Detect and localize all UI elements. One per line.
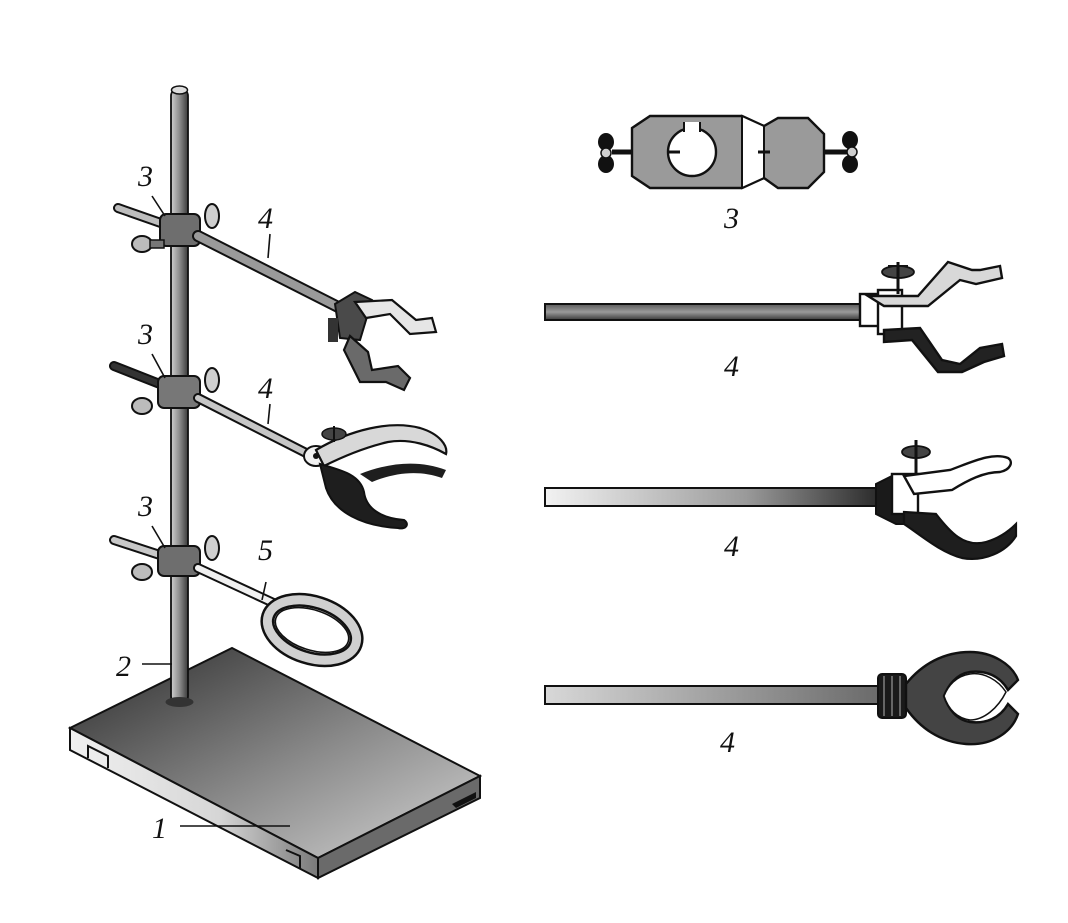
label-detail-boss: 3 [723, 202, 739, 235]
leader-clamp-middle [267, 403, 271, 425]
label-base: 1 [152, 812, 167, 845]
detail-clamp-ring-jaw [544, 650, 1020, 746]
boss-head-middle [109, 361, 220, 415]
clamp-arm-middle [193, 393, 448, 530]
assembled-stand: 3 4 3 4 3 5 2 1 [67, 85, 483, 880]
detail-clamp-finger [544, 260, 1006, 374]
leader-ring [261, 581, 267, 601]
boss-head-top [113, 203, 220, 253]
label-rod: 2 [116, 650, 131, 683]
label-ring: 5 [258, 534, 273, 567]
detail-boss-head [598, 114, 858, 190]
detail-clamp-pincer [544, 440, 1018, 560]
base-plate [67, 646, 483, 880]
clamp-arm-top [192, 230, 438, 392]
leader-clamp-top [267, 233, 271, 259]
label-detail-clamp-2: 4 [724, 530, 739, 563]
leader-boss-top [151, 195, 166, 217]
label-clamp-middle: 4 [258, 372, 273, 405]
label-boss-middle: 3 [137, 318, 153, 351]
label-clamp-top: 4 [258, 202, 273, 235]
boss-head-bottom [109, 535, 220, 581]
leader-boss-middle [151, 353, 166, 379]
label-boss-bottom: 3 [137, 490, 153, 523]
label-detail-clamp-1: 4 [724, 350, 739, 383]
label-detail-clamp-3: 4 [720, 726, 735, 759]
leader-boss-bottom [151, 525, 166, 549]
label-boss-top: 3 [137, 160, 153, 193]
ring-support [193, 563, 364, 668]
